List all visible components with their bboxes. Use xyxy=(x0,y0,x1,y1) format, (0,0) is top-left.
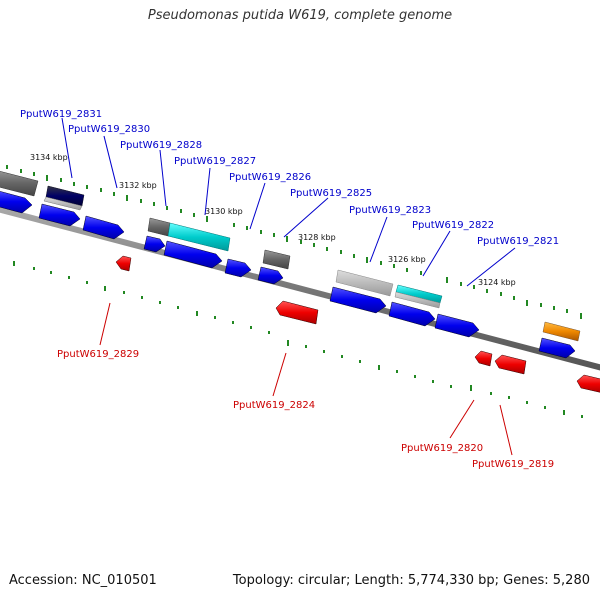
gene-cyan-2827 xyxy=(167,222,231,252)
gene-blue-7 xyxy=(257,266,284,285)
gene-blue-5 xyxy=(163,240,223,269)
gene-labels-bottom: PputW619_2829 PputW619_2824 PputW619_282… xyxy=(57,349,554,470)
label-pputw619-2828: PputW619_2828 xyxy=(120,140,202,151)
label-pputw619-2822: PputW619_2822 xyxy=(412,220,494,231)
gene-blue-10 xyxy=(434,313,480,338)
label-pputw619-2825: PputW619_2825 xyxy=(290,188,372,199)
accession-text: Accession: NC_010501 xyxy=(9,573,157,588)
gene-red-edge xyxy=(576,374,600,393)
gene-red-2819 xyxy=(494,354,527,375)
gene-red-2820 xyxy=(474,350,493,367)
leader-lines-top xyxy=(61,117,516,287)
gene-blue-9 xyxy=(388,301,436,327)
gene-blue-1 xyxy=(0,191,33,214)
label-pputw619-2821: PputW619_2821 xyxy=(477,236,559,247)
label-pputw619-2819: PputW619_2819 xyxy=(472,459,554,470)
scale-ticks-outer xyxy=(6,165,582,319)
outer-feature-track[interactable] xyxy=(0,170,581,342)
gene-orange xyxy=(542,321,581,342)
gene-red-2824 xyxy=(275,300,319,325)
gene-red-2829 xyxy=(115,255,132,272)
gene-gray-2825 xyxy=(262,249,291,270)
topology-text: Topology: circular; Length: 5,774,330 bp… xyxy=(232,573,590,588)
label-pputw619-2820: PputW619_2820 xyxy=(401,443,483,454)
gene-blue-11 xyxy=(538,337,576,359)
forward-gene-track[interactable] xyxy=(0,190,576,359)
scale-label-3128: 3128 kbp xyxy=(298,233,336,242)
gene-gray-2828 xyxy=(147,217,171,237)
label-pputw619-2827: PputW619_2827 xyxy=(174,156,256,167)
reverse-gene-track[interactable] xyxy=(115,255,600,393)
label-pputw619-2831: PputW619_2831 xyxy=(20,109,102,120)
scale-label-3126: 3126 kbp xyxy=(388,255,426,264)
gene-blue-4 xyxy=(143,235,166,253)
gene-lightgray-2823 xyxy=(335,269,394,297)
gene-blue-3 xyxy=(82,215,125,240)
gene-blue-8 xyxy=(329,286,387,314)
gene-blue-2 xyxy=(38,203,81,227)
scale-ticks-inner xyxy=(13,261,583,418)
gene-blue-6 xyxy=(224,258,252,278)
gene-gray-2831 xyxy=(0,171,39,197)
accession-value: NC_010501 xyxy=(81,573,157,588)
gene-lightgray-2830b xyxy=(43,196,83,211)
leader-lines-bottom xyxy=(99,302,513,456)
genome-backbone xyxy=(0,206,600,371)
scale-label-3132: 3132 kbp xyxy=(119,181,157,190)
gene-labels-top: PputW619_2831 PputW619_2830 PputW619_282… xyxy=(20,109,559,247)
label-pputw619-2823: PputW619_2823 xyxy=(349,205,431,216)
scale-label-3134: 3134 kbp xyxy=(30,153,68,162)
label-pputw619-2829: PputW619_2829 xyxy=(57,349,139,360)
scale-label-3124: 3124 kbp xyxy=(478,278,516,287)
label-pputw619-2830: PputW619_2830 xyxy=(68,124,150,135)
gene-lightgray-2822b xyxy=(394,291,441,309)
map-title: Pseudomonas putida W619, complete genome xyxy=(147,8,453,23)
scale-labels: 3134 kbp 3132 kbp 3130 kbp 3128 kbp 3126… xyxy=(30,153,516,287)
scale-label-3130: 3130 kbp xyxy=(205,207,243,216)
accession-prefix: Accession: xyxy=(9,573,78,588)
label-pputw619-2824: PputW619_2824 xyxy=(233,400,315,411)
label-pputw619-2826: PputW619_2826 xyxy=(229,172,311,183)
